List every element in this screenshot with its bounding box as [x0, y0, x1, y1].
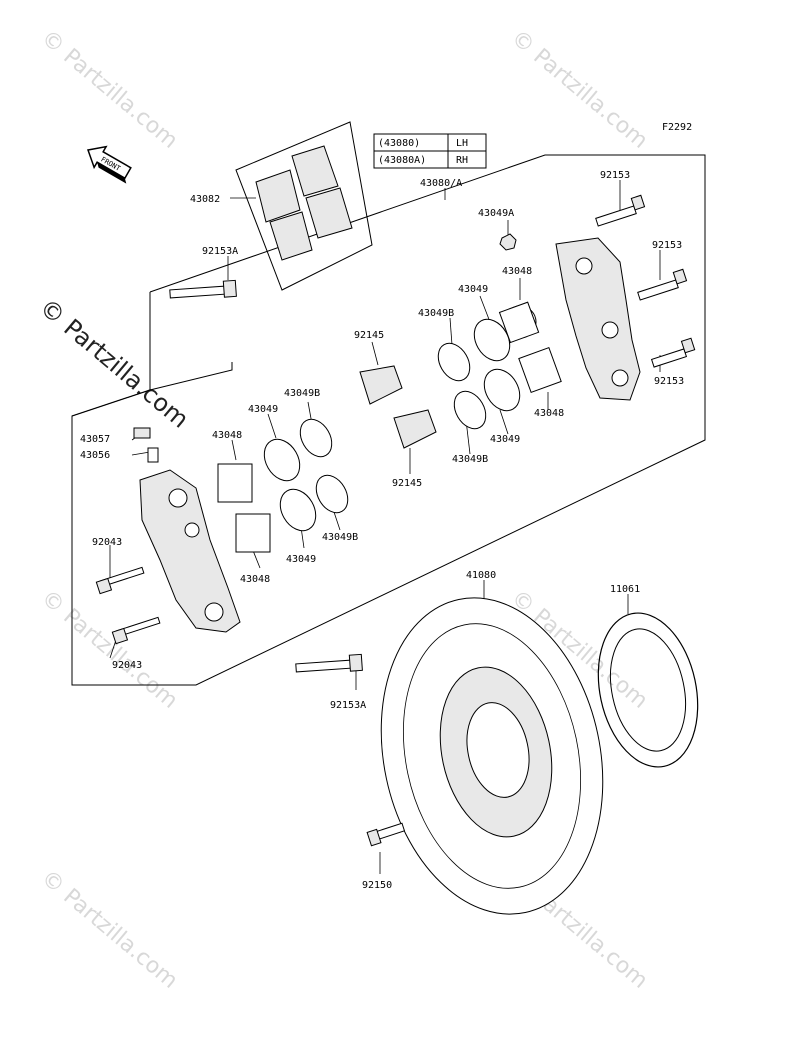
- bolt-92153-icon: [637, 268, 688, 301]
- diagram-code: F2292: [662, 122, 692, 133]
- bolt-92153a-icon: [295, 653, 363, 673]
- part-label: 92043: [92, 537, 122, 548]
- brake-pad-box: [235, 121, 373, 291]
- part-labels: 43082 43080/A 92153A 92153 92153 92153 4…: [80, 170, 684, 891]
- left-caliper-icon: [139, 469, 241, 633]
- part-label: 92153: [654, 376, 684, 387]
- part-label: 43049B: [452, 454, 488, 465]
- part-label: 92145: [392, 478, 422, 489]
- part-variant-table: (43080) LH (43080A) RH: [373, 133, 487, 169]
- gasket-icon: [597, 612, 699, 768]
- seal-43049b-icon: [437, 342, 471, 382]
- watermark-text: © Partzilla.com: [506, 25, 652, 153]
- part-label: 43048: [212, 430, 242, 441]
- part-label: 43056: [80, 450, 110, 461]
- piston-43048-icon: [498, 301, 540, 344]
- part-label: 43080/A: [420, 178, 462, 189]
- front-arrow-icon: FRONT: [87, 145, 132, 184]
- watermark-text-dark: © Partzilla.com: [34, 293, 194, 433]
- watermark-text: © Partzilla.com: [36, 25, 182, 153]
- part-label: 43048: [502, 266, 532, 277]
- part-label: 92145: [354, 330, 384, 341]
- right-caliper-icon: [555, 237, 641, 401]
- caliper-assembly-outline: [71, 154, 706, 686]
- seal-43049b-icon: [315, 474, 349, 514]
- part-label: 92153A: [202, 246, 238, 257]
- brake-pad-icon: [255, 145, 353, 261]
- part-label: 92153: [652, 240, 682, 251]
- piston-43048-icon: [235, 513, 271, 553]
- part-label: 43049B: [322, 532, 358, 543]
- seal-43049b-icon: [453, 390, 487, 430]
- table-cell-part: (43080A): [378, 155, 426, 166]
- bleeder-43056-icon: [147, 447, 159, 463]
- part-label: 43048: [534, 408, 564, 419]
- part-label: 43057: [80, 434, 110, 445]
- part-label: 43049: [286, 554, 316, 565]
- part-label: 11061: [610, 584, 640, 595]
- pad-spring-92145-icon: [359, 365, 437, 449]
- bolt-92043-icon: [111, 616, 161, 645]
- screw-92150-icon: [366, 822, 406, 847]
- piston-43048-icon: [518, 346, 562, 394]
- part-label: 92153A: [330, 700, 366, 711]
- brake-disc-icon: [380, 597, 604, 915]
- bolt-92153-icon: [595, 194, 646, 227]
- part-label: 43049A: [478, 208, 514, 219]
- bolt-92043-icon: [95, 566, 145, 595]
- seal-43049-icon: [473, 318, 511, 362]
- nut-43049a-icon: [499, 233, 517, 251]
- part-label: 43082: [190, 194, 220, 205]
- seal-43049b-icon: [299, 418, 333, 458]
- part-label: 43049B: [418, 308, 454, 319]
- cap-43057-icon: [133, 427, 151, 439]
- seal-43049-icon: [263, 438, 301, 482]
- part-label: 43049: [248, 404, 278, 415]
- table-cell-part: (43080): [378, 138, 420, 149]
- part-label: 43048: [240, 574, 270, 585]
- part-label: 43049: [490, 434, 520, 445]
- table-cell-side: RH: [456, 155, 468, 166]
- bolt-92153-icon: [650, 337, 696, 368]
- part-label: 92153: [600, 170, 630, 181]
- table-cell-side: LH: [456, 138, 468, 149]
- seal-43049-icon: [483, 368, 521, 412]
- watermark-text: © Partzilla.com: [36, 585, 182, 713]
- seal-43049-icon: [279, 488, 317, 532]
- part-label: 43049B: [284, 388, 320, 399]
- caliper-assembly-outline-inner: [71, 362, 233, 417]
- part-label: 43049: [458, 284, 488, 295]
- piston-43048-icon: [217, 463, 253, 503]
- part-label: 41080: [466, 570, 496, 581]
- bolt-92153a-icon: [169, 279, 237, 299]
- part-label: 92043: [112, 660, 142, 671]
- leader-lines: [109, 180, 661, 874]
- part-label: 92150: [362, 880, 392, 891]
- watermark-text: © Partzilla.com: [36, 865, 182, 993]
